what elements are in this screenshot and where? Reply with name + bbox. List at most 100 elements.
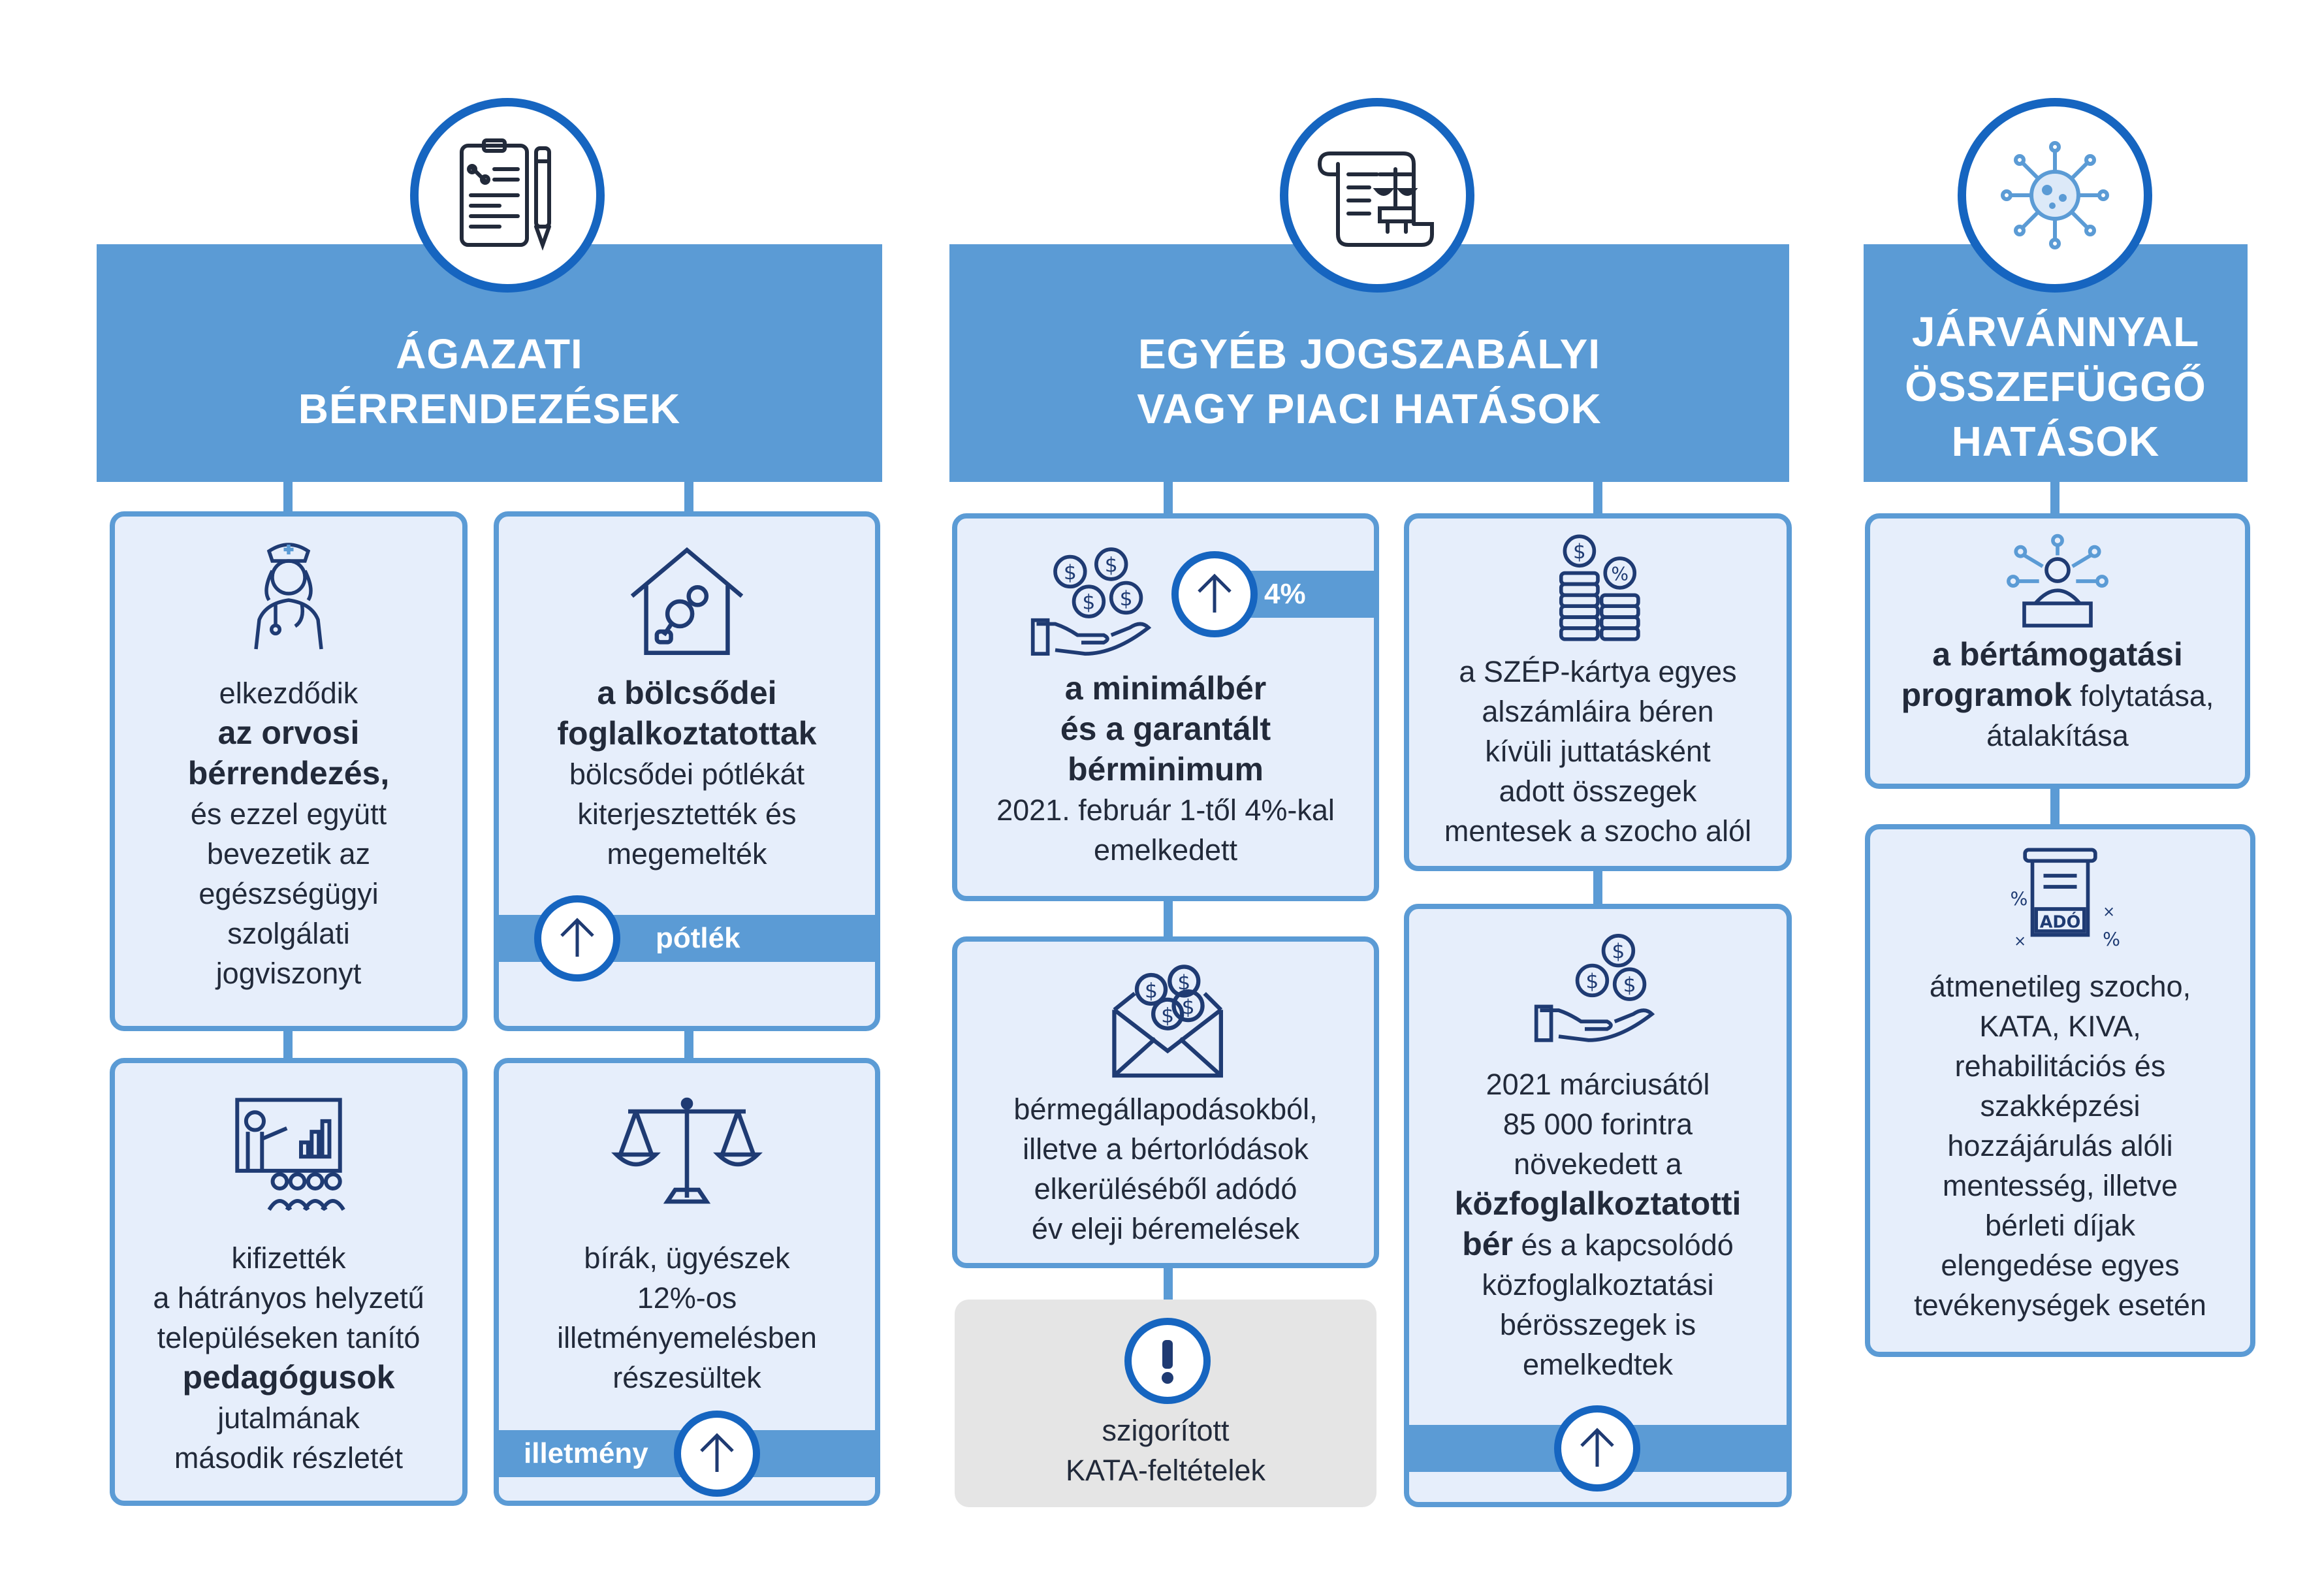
- text: növekedett a: [1514, 1147, 1682, 1181]
- text: szolgálati: [227, 917, 350, 950]
- connector: [283, 1031, 293, 1060]
- text: második részletét: [174, 1441, 404, 1475]
- svg-text:$: $: [1623, 974, 1636, 997]
- text: év eleji béremelések: [1031, 1212, 1300, 1245]
- svg-text:$: $: [1573, 540, 1586, 564]
- envelope-coins-icon: $ $ $ $: [1112, 965, 1223, 1078]
- coins-percent-icon: $ %: [1559, 534, 1640, 641]
- text-bold: az orvosi: [217, 714, 360, 751]
- text: bérleti díjak: [1984, 1209, 2136, 1242]
- header-jarvany: JÁRVÁNNYAL ÖSSZEFÜGGŐ HATÁSOK: [1864, 244, 2248, 482]
- header-title-line2: ÖSSZEFÜGGŐ: [1905, 363, 2206, 410]
- text: folytatása,: [2071, 679, 2214, 712]
- teacher-board-icon: [235, 1098, 345, 1211]
- text: 2021 márciusától: [1486, 1068, 1710, 1101]
- person-network-icon: [2007, 534, 2108, 628]
- card-kozfoglalkoztatas: $ $ $ 2021 márciusától 85 000 forintra n…: [1404, 904, 1792, 1507]
- exclamation-icon: [1124, 1318, 1211, 1404]
- svg-text:$: $: [1612, 940, 1625, 963]
- card-kata: szigorított KATA-feltételek: [955, 1300, 1376, 1507]
- text-bold: a bölcsődei: [597, 675, 777, 711]
- card-szocho-mentesseg: ADÓ % % × × átmenetileg szocho, KATA, KI…: [1865, 824, 2255, 1357]
- tax-receipt-icon: ADÓ % % × ×: [2011, 848, 2120, 951]
- text: mentesség, illetve: [1942, 1169, 2178, 1202]
- text: rehabilitációs és: [1954, 1049, 2166, 1083]
- text: bérösszegek is: [1499, 1308, 1696, 1341]
- svg-text:$: $: [1145, 980, 1158, 1003]
- svg-text:$: $: [1182, 996, 1195, 1019]
- text: hozzájárulás alóli: [1947, 1129, 2173, 1162]
- text-bold: programok: [1901, 677, 2072, 713]
- text-bold: foglalkoztatottak: [557, 715, 817, 752]
- card-birak: bírák, ügyészek 12%-os illetményemelésbe…: [494, 1058, 880, 1506]
- text: átmenetileg szocho,: [1929, 970, 2191, 1003]
- arrow-up-icon: [534, 895, 620, 982]
- header-title-line1: JÁRVÁNNYAL: [1911, 308, 2200, 355]
- card-pedagogusok: kifizették a hátrányos helyzetű települé…: [110, 1058, 468, 1506]
- text: jutalmának: [217, 1401, 360, 1435]
- text: megemelték: [607, 837, 767, 870]
- text: 12%-os: [637, 1281, 737, 1315]
- text: bérmegállapodásokból,: [1013, 1093, 1318, 1126]
- text: mentesek a szocho alól: [1444, 814, 1752, 848]
- connector: [1164, 482, 1173, 515]
- connector: [684, 1031, 693, 1060]
- text: elkerüléséből adódó: [1034, 1172, 1297, 1205]
- text: elkezdődik: [219, 677, 358, 710]
- law-scroll-icon: [1280, 98, 1474, 293]
- svg-text:$: $: [1082, 591, 1095, 614]
- coins-hand-icon: $ $ $ $: [1030, 547, 1152, 656]
- text: és ezzel együtt: [190, 797, 387, 831]
- text: illetve a bértorlódások: [1023, 1132, 1309, 1166]
- text: illetményemelésben: [557, 1321, 817, 1354]
- nurse-icon: [254, 543, 323, 650]
- text: településeken tanító: [157, 1321, 421, 1354]
- text: bírák, ügyészek: [584, 1241, 790, 1275]
- header-title-line1: EGYÉB JOGSZABÁLYI: [1137, 330, 1601, 377]
- text: 85 000 forintra: [1503, 1108, 1693, 1141]
- text: emelkedett: [1093, 833, 1238, 867]
- connector: [2050, 789, 2060, 825]
- text-bold: a bértámogatási: [1932, 636, 2183, 673]
- card-orvosi-berrendezes: elkezdődik az orvosi bérrendezés, és ezz…: [110, 511, 468, 1031]
- svg-text:$: $: [1585, 970, 1598, 993]
- text: bölcsődei pótlékát: [569, 758, 805, 791]
- text: szakképzési: [1980, 1089, 2140, 1123]
- arrow-up-icon: [1554, 1405, 1640, 1492]
- header-title-line2: BÉRRENDEZÉSEK: [298, 385, 681, 432]
- scales-icon: [611, 1097, 763, 1204]
- connector: [684, 482, 693, 513]
- text: kifizették: [231, 1241, 346, 1275]
- text: adott összegek: [1499, 774, 1697, 808]
- card-bolcsode: a bölcsődei foglalkoztatottak bölcsődei …: [494, 511, 880, 1031]
- text: közfoglalkoztatási: [1482, 1268, 1714, 1301]
- text-bold: és a garantált: [1060, 710, 1271, 747]
- arrow-up-icon: [674, 1411, 760, 1497]
- card-bertamogatas: a bértámogatási programok folytatása, át…: [1865, 513, 2250, 789]
- text: 2021. február 1-től 4%-kal: [996, 793, 1335, 827]
- coins-hand-icon: $ $ $: [1534, 933, 1655, 1042]
- svg-text:$: $: [1105, 553, 1118, 577]
- house-pacifier-icon: [630, 547, 744, 655]
- text: kívüli juttatásként: [1485, 735, 1711, 768]
- text-bold: közfoglalkoztatotti: [1454, 1185, 1742, 1222]
- card-szep-kartya: $ % a SZÉP-kártya egyes alszámláira bére…: [1404, 513, 1792, 871]
- text-bold: a minimálbér: [1064, 670, 1267, 707]
- svg-text:$: $: [1161, 1004, 1174, 1027]
- svg-text:%: %: [2011, 888, 2028, 910]
- card-bermegallapodas: $ $ $ $ bérmegállapodásokból, illetve a …: [952, 936, 1379, 1268]
- arrow-up-icon: [1171, 551, 1258, 637]
- virus-icon: [1958, 98, 2152, 293]
- text-bold: pedagógusok: [182, 1359, 395, 1396]
- text: KATA-feltételek: [1066, 1454, 1265, 1487]
- card-minimalber: $ $ $ $ 4% a minimálbér és a garantált b…: [952, 513, 1379, 901]
- text: a hátrányos helyzetű: [153, 1281, 424, 1315]
- text: alszámláira béren: [1482, 695, 1714, 728]
- text: kiterjesztették és: [577, 797, 797, 831]
- text: a SZÉP-kártya egyes: [1459, 655, 1737, 688]
- text: és a kapcsolódó: [1513, 1228, 1734, 1262]
- text: KATA, KIVA,: [1979, 1010, 2141, 1043]
- text: emelkedtek: [1522, 1348, 1674, 1381]
- header-title-line3: HATÁSOK: [1951, 418, 2160, 465]
- band-label: 4%: [1264, 578, 1306, 610]
